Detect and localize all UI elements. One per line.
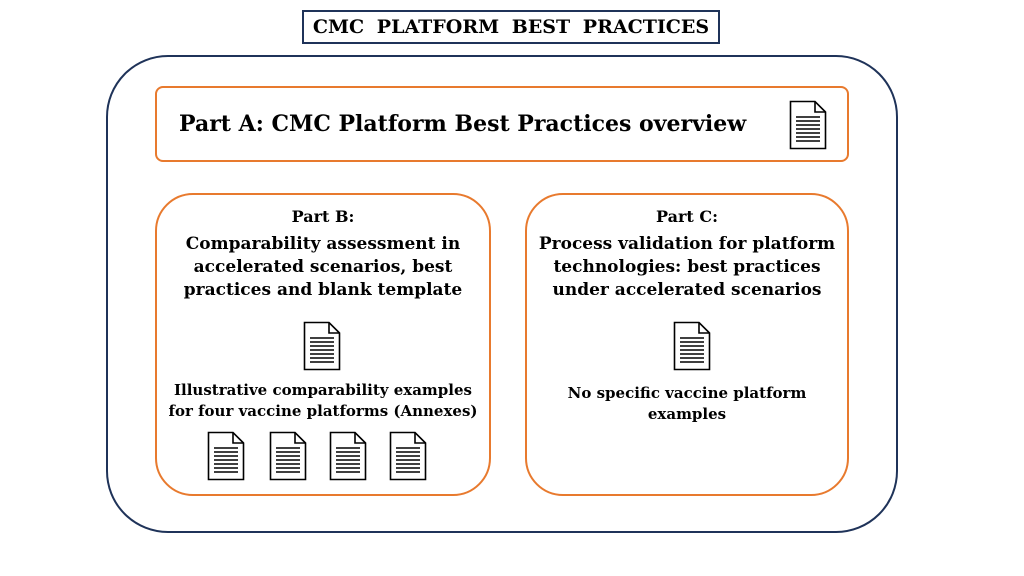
part-b-description-line-3: practices and blank template	[183, 280, 463, 300]
part-c-label: Part C:	[656, 207, 718, 226]
document-icon	[789, 100, 827, 150]
annex-document-icon	[207, 431, 245, 481]
platform-frame	[106, 55, 898, 533]
part-c-description-line-1: Process validation for platform	[538, 234, 836, 254]
annex-document-icon	[329, 431, 367, 481]
document-icon	[673, 321, 711, 371]
part-b-description-line-2: accelerated scenarios, best	[193, 257, 453, 277]
part-c-note-line-1: No specific vaccine platform	[567, 384, 807, 402]
part-a-title: Part A: CMC Platform Best Practices over…	[179, 111, 747, 137]
part-b-label: Part B:	[291, 207, 355, 226]
annex-document-icon	[389, 431, 427, 481]
part-b-description-line-1: Comparability assessment in	[185, 234, 461, 254]
part-c-note-line-2: examples	[647, 405, 727, 423]
part-c-box: Part C: Process validation for platform …	[525, 193, 849, 496]
part-a-box: Part A: CMC Platform Best Practices over…	[155, 86, 849, 162]
annex-document-icon	[269, 431, 307, 481]
part-b-box: Part B: Comparability assessment in acce…	[155, 193, 491, 496]
part-c-description-line-3: under accelerated scenarios	[552, 280, 822, 300]
document-icon	[303, 321, 341, 371]
part-b-note-line-1: Illustrative comparability examples	[174, 381, 472, 399]
diagram-title: CMC PLATFORM BEST PRACTICES	[302, 10, 720, 44]
part-c-description-line-2: technologies: best practices	[553, 257, 821, 277]
part-b-note-line-2: for four vaccine platforms (Annexes)	[168, 402, 478, 420]
